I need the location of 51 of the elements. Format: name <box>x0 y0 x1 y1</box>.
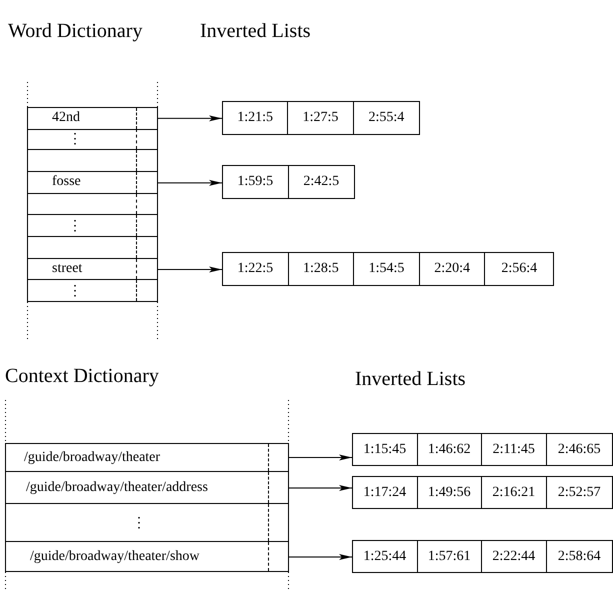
empty-dictionary-entry <box>27 237 158 259</box>
list-entry: 1:21:5 <box>223 102 288 134</box>
arrow <box>288 554 352 560</box>
list-entry: 2:20:4 <box>420 253 486 285</box>
arrow <box>158 180 222 186</box>
list-entry: 1:22:5 <box>223 253 289 285</box>
list-entry: 1:25:44 <box>353 541 418 572</box>
table-heading: Context Dictionary <box>5 365 159 388</box>
dictionary-entry: ⋮ <box>27 215 158 237</box>
dictionary-entry: /guide/broadway/theater <box>5 443 289 472</box>
section-heading: Inverted Lists <box>355 368 466 391</box>
empty-dictionary-entry <box>27 194 158 216</box>
list-entry: 1:28:5 <box>288 253 354 285</box>
inverted-list <box>352 433 613 466</box>
dictionary-entry: fosse <box>27 172 158 194</box>
list-entry: 2:55:4 <box>367 109 406 127</box>
inverted-list <box>222 252 554 286</box>
list-entry: 1:27:5 <box>288 102 354 134</box>
inverted-list <box>222 165 355 199</box>
dictionary-entry: /guide/broadway/theater/address <box>5 472 289 504</box>
arrow <box>158 115 222 122</box>
list-entry: 1:15:45 <box>353 434 418 465</box>
arrow <box>288 485 352 491</box>
dictionary-entry: ⋮ <box>27 280 158 302</box>
list-entry: 2:11:45 <box>482 434 546 465</box>
list-entry: 1:46:62 <box>418 434 482 465</box>
dictionary-entry: ⋮ <box>27 128 158 150</box>
list-entry: 1:57:61 <box>418 541 482 572</box>
list-entry: 2:56:4 <box>500 260 538 278</box>
list-entry: 1:49:56 <box>418 477 482 508</box>
arrow <box>158 266 222 272</box>
list-entry: 1:59:5 <box>223 166 288 198</box>
dictionary-entry: ⋮ <box>5 504 289 542</box>
list-entry: 2:22:44 <box>482 541 546 572</box>
list-entry: 2:42:5 <box>302 173 340 191</box>
list-entry: 1:54:5 <box>354 253 420 285</box>
inverted-list <box>352 540 613 573</box>
arrow <box>288 454 352 460</box>
list-entry: 1:17:24 <box>353 477 418 508</box>
dictionary-entry: /guide/broadway/theater/show <box>5 542 289 572</box>
dictionary-entry: 42nd <box>27 107 158 130</box>
empty-dictionary-entry <box>27 150 158 172</box>
inverted-list <box>222 101 420 135</box>
list-entry: 2:16:21 <box>482 477 546 508</box>
inverted-list <box>352 476 613 509</box>
dictionary-entry: street <box>27 258 158 280</box>
table-heading: Word Dictionary <box>8 20 142 43</box>
list-entry: 2:46:65 <box>556 440 602 458</box>
list-entry: 2:52:57 <box>556 484 602 502</box>
list-entry: 2:58:64 <box>556 548 602 566</box>
section-heading: Inverted Lists <box>200 20 311 43</box>
